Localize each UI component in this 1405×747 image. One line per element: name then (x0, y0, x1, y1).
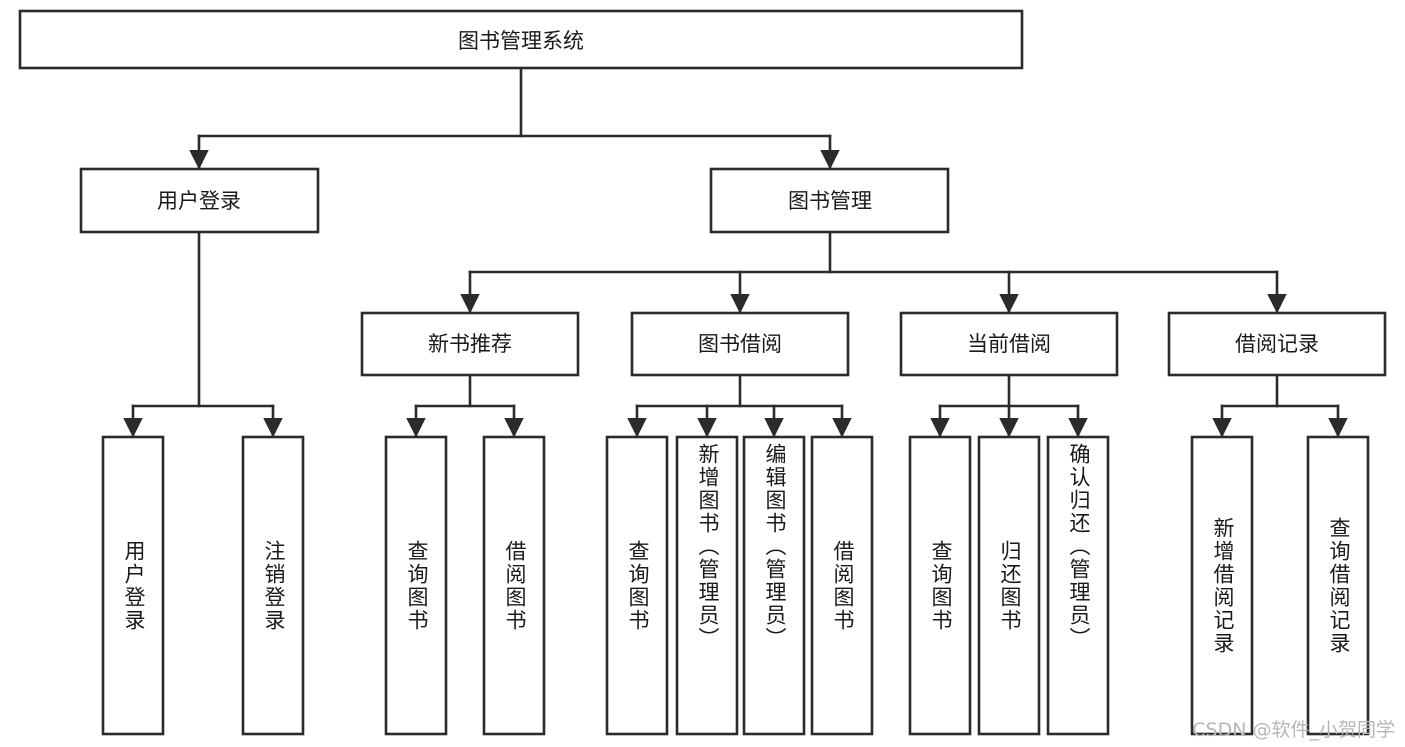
node-book-manage[interactable] (709, 167, 950, 234)
leaf-box-confirm-return[interactable] (1046, 435, 1110, 736)
leaf-box-query-borrow-record[interactable] (1306, 435, 1370, 736)
node-root-label: 图书管理系统 (458, 29, 584, 53)
leaf-box-query-book-1[interactable] (384, 435, 448, 736)
node-user-login-label: 用户登录 (157, 189, 241, 213)
leaf-box-add-borrow-record[interactable] (1190, 435, 1254, 736)
node-user-login[interactable] (79, 167, 320, 234)
node-new-book-recommend-label: 新书推荐 (428, 332, 512, 356)
leaf-box-add-book[interactable] (675, 435, 739, 736)
node-book-borrow-label: 图书借阅 (698, 332, 782, 356)
node-current-borrow[interactable] (899, 311, 1119, 377)
leaf-box-borrow-book-1[interactable] (482, 435, 546, 736)
leaf-box-logout-login[interactable] (241, 435, 305, 736)
leaf-box-borrow-book-2[interactable] (810, 435, 874, 736)
node-borrow-record[interactable] (1167, 311, 1387, 377)
node-current-borrow-label: 当前借阅 (967, 332, 1051, 356)
node-book-borrow[interactable] (630, 311, 850, 377)
leaf-box-query-book-2[interactable] (605, 435, 669, 736)
node-new-book-recommend[interactable] (360, 311, 580, 377)
leaf-box-edit-book[interactable] (742, 435, 806, 736)
leaf-box-query-book-3[interactable] (908, 435, 972, 736)
leaf-box-return-book[interactable] (977, 435, 1041, 736)
node-root[interactable] (18, 9, 1024, 70)
node-borrow-record-label: 借阅记录 (1235, 332, 1319, 356)
leaf-box-user-login[interactable] (101, 435, 165, 736)
node-book-manage-label: 图书管理 (788, 189, 872, 213)
